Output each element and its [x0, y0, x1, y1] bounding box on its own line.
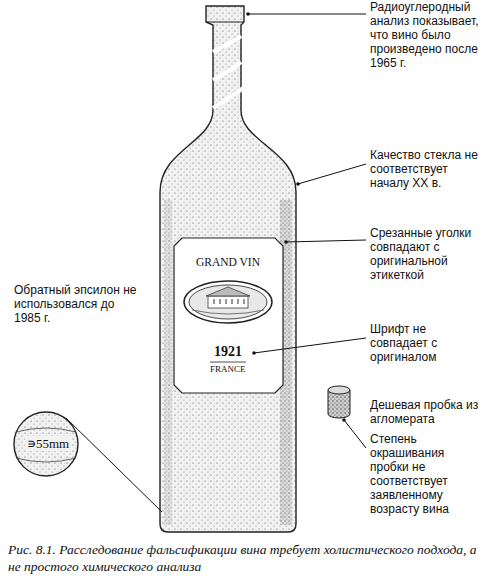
bottle-marking: ∍55mm — [25, 436, 71, 451]
callout-text: Радиоуглеродный анализ показывает, что в… — [370, 0, 482, 70]
vintage-year: 1921 — [214, 344, 242, 360]
callout-text: Шрифт не совпадает с оригиналом — [370, 322, 482, 364]
callout-text: Степень окрашивания пробки не соответств… — [370, 432, 482, 516]
callout-text: Срезанные уголки совпадают с оригинально… — [370, 226, 482, 282]
callout-text: Дешевая пробка из агломерата — [370, 398, 482, 426]
callout-text: Обратный эпсилон не использовался до 198… — [14, 283, 144, 325]
label-text: FRANCE — [210, 364, 246, 375]
callout-text: Качество стекла не соответствует началу … — [370, 148, 482, 190]
figure-caption: Рис. 8.1. Расследование фальсификации ви… — [8, 541, 478, 575]
label-text: GRAND VIN — [196, 256, 260, 270]
